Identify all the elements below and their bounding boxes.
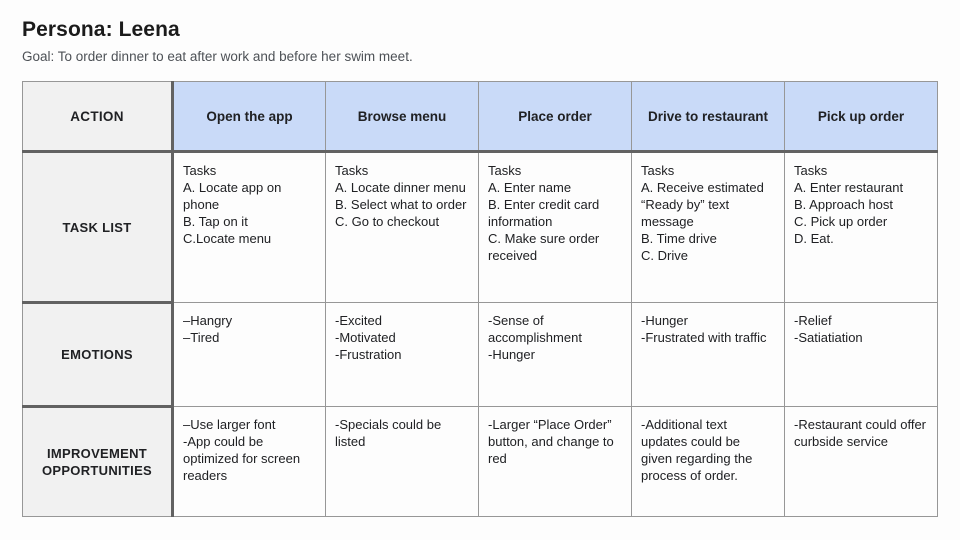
journey-cell: -Sense of accomplishment -Hunger [478, 302, 632, 407]
journey-cell: -Hunger -Frustrated with traffic [631, 302, 785, 407]
cell-text: -Relief -Satiatiation [794, 313, 863, 345]
journey-map-page: Persona: Leena Goal: To order dinner to … [22, 18, 938, 517]
journey-cell: -Specials could be listed [325, 406, 479, 517]
cell-text: Tasks A. Receive estimated “Ready by” te… [641, 163, 764, 263]
row-label-emotions: EMOTIONS [22, 302, 174, 408]
cell-text: -Hunger -Frustrated with traffic [641, 313, 767, 345]
journey-cell: Tasks A. Receive estimated “Ready by” te… [631, 151, 785, 303]
journey-cell: -Relief -Satiatiation [784, 302, 938, 407]
cell-text: -Restaurant could offer curbside service [794, 417, 926, 449]
journey-cell: –Use larger font -App could be optimized… [172, 406, 326, 517]
journey-cell: -Additional text updates could be given … [631, 406, 785, 517]
persona-goal-text: Goal: To order dinner to eat after work … [22, 49, 413, 64]
cell-text: Tasks A. Enter restaurant B. Approach ho… [794, 163, 904, 246]
row-label-improvement-opportunities: IMPROVEMENT OPPORTUNITIES [22, 406, 174, 517]
journey-cell: Tasks A. Locate app on phone B. Tap on i… [172, 151, 326, 303]
journey-cell: -Excited -Motivated -Frustration [325, 302, 479, 407]
cell-text: –Use larger font -App could be optimized… [183, 417, 301, 483]
task-list-row: TASK LIST Tasks A. Locate app on phone B… [22, 151, 938, 304]
column-header-pick-up-order: Pick up order [784, 81, 938, 153]
journey-cell: –Hangry –Tired [172, 302, 326, 407]
emotions-row: EMOTIONS –Hangry –Tired -Excited -Motiva… [22, 302, 938, 408]
cell-text: -Sense of accomplishment -Hunger [488, 313, 582, 362]
journey-cell: Tasks A. Enter restaurant B. Approach ho… [784, 151, 938, 303]
row-label-task-list: TASK LIST [22, 151, 174, 304]
journey-cell: -Larger “Place Order” button, and change… [478, 406, 632, 517]
action-corner-cell: ACTION [22, 81, 174, 153]
journey-cell: -Restaurant could offer curbside service [784, 406, 938, 517]
journey-cell: Tasks A. Enter name B. Enter credit card… [478, 151, 632, 303]
journey-map-table: ACTION Open the app Browse menu Place or… [22, 81, 938, 517]
column-header-place-order: Place order [478, 81, 632, 153]
header-row: ACTION Open the app Browse menu Place or… [22, 81, 938, 153]
page-title: Persona: Leena [22, 18, 180, 41]
column-header-browse-menu: Browse menu [325, 81, 479, 153]
journey-cell: Tasks A. Locate dinner menu B. Select wh… [325, 151, 479, 303]
cell-text: Tasks A. Locate app on phone B. Tap on i… [183, 163, 282, 246]
column-header-open-the-app: Open the app [172, 81, 326, 153]
cell-text: -Excited -Motivated -Frustration [335, 313, 402, 362]
cell-text: -Larger “Place Order” button, and change… [488, 417, 614, 466]
cell-text: Tasks A. Locate dinner menu B. Select wh… [335, 163, 467, 229]
cell-text: Tasks A. Enter name B. Enter credit card… [488, 163, 600, 263]
cell-text: –Hangry –Tired [183, 313, 233, 345]
improvement-opportunities-row: IMPROVEMENT OPPORTUNITIES –Use larger fo… [22, 406, 938, 517]
column-header-drive-to-restaurant: Drive to restaurant [631, 81, 785, 153]
cell-text: -Additional text updates could be given … [641, 417, 753, 483]
cell-text: -Specials could be listed [335, 417, 442, 449]
